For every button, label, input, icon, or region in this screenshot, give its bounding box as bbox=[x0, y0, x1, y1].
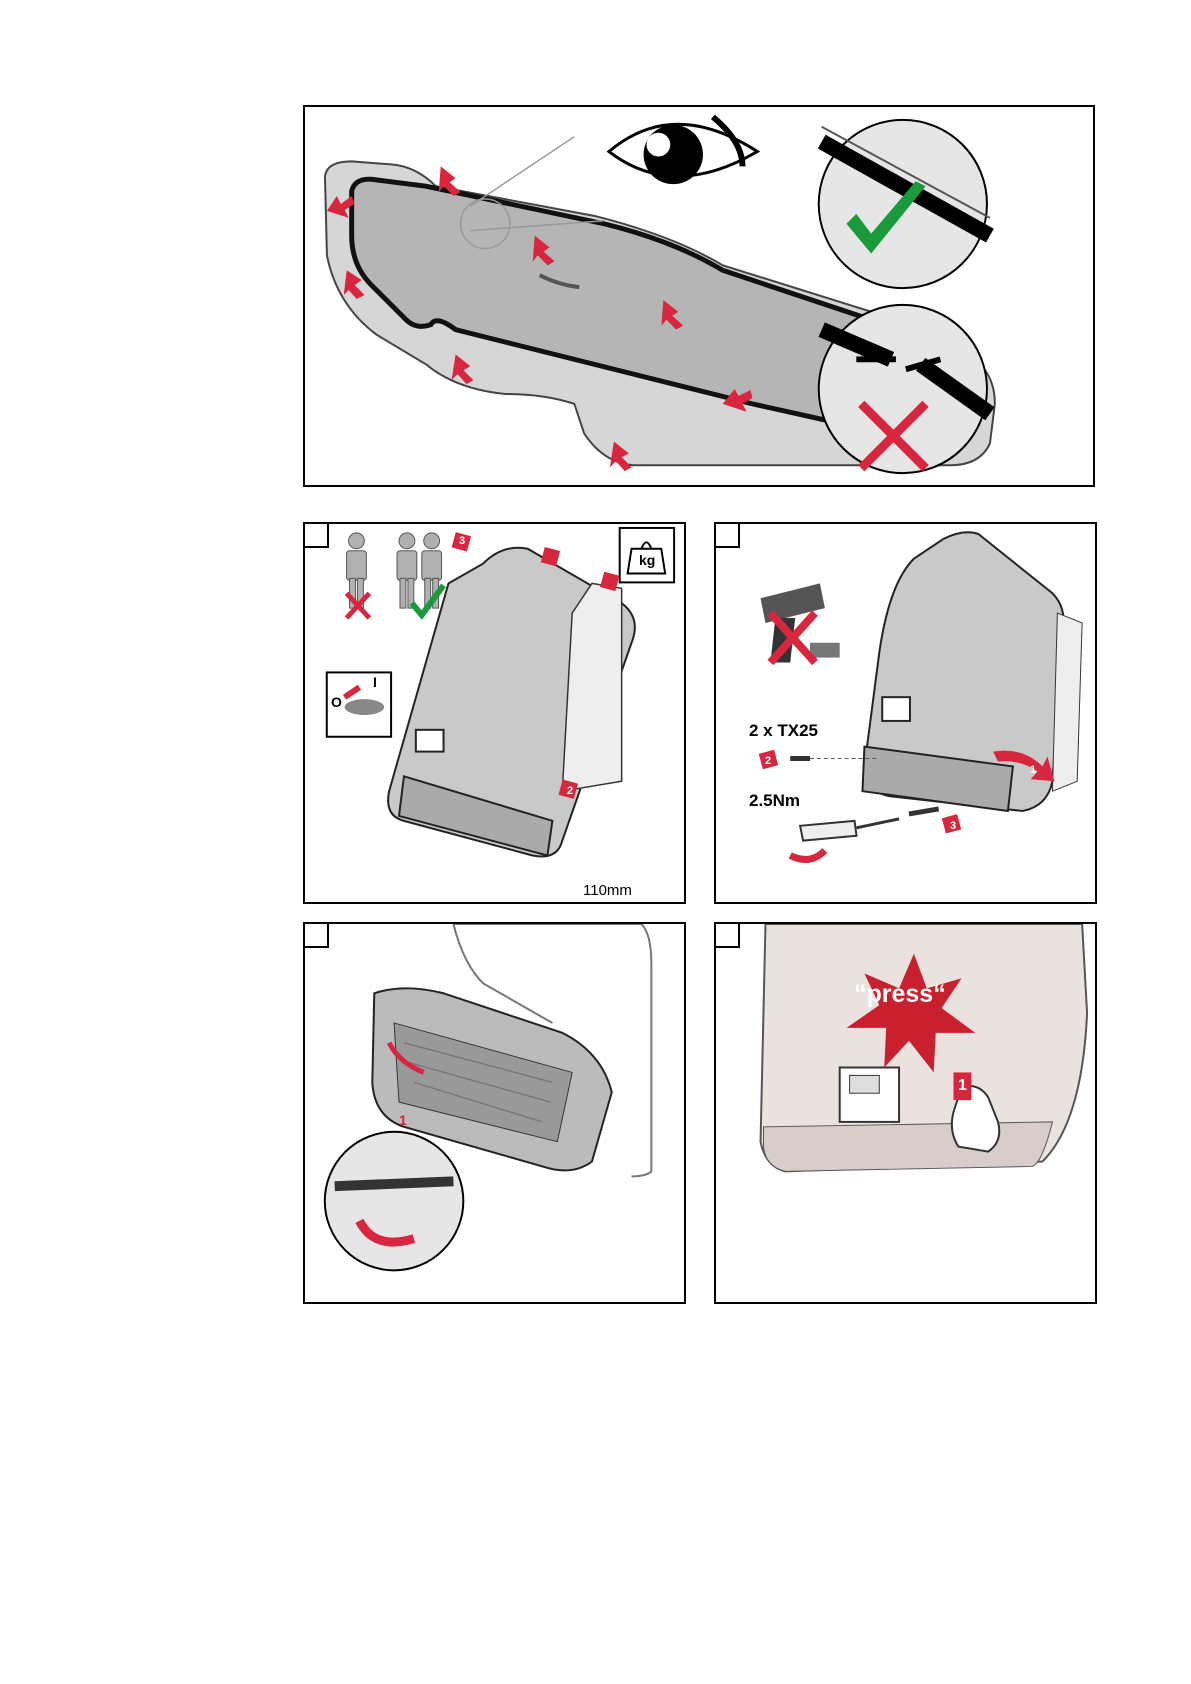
screw-icon bbox=[909, 809, 939, 814]
gap-dimension-label: 110mm bbox=[583, 882, 632, 899]
step-1-panel: kg O I 110mm 3 2 bbox=[303, 522, 686, 904]
display-icon bbox=[882, 697, 910, 721]
arrow-3-label: 3 bbox=[459, 535, 465, 547]
step-number-box bbox=[305, 524, 329, 548]
seal-illustration bbox=[305, 107, 1093, 485]
press-label: “press“ bbox=[854, 980, 946, 1009]
seal-inspection-panel bbox=[303, 105, 1095, 487]
step-number-box bbox=[716, 524, 740, 548]
arrow-3-label: 3 bbox=[950, 820, 956, 832]
eye-icon bbox=[609, 117, 757, 184]
arrow-1-label: 1 bbox=[958, 1077, 967, 1095]
seal-incorrect-detail bbox=[819, 305, 990, 473]
arrow-1-label: 1 bbox=[1030, 764, 1036, 776]
display-icon bbox=[416, 730, 444, 752]
step-number-box bbox=[305, 924, 329, 948]
arrow-1-label: 1 bbox=[399, 1112, 407, 1128]
seal-correct-detail bbox=[819, 120, 990, 288]
turn-arrow-icon bbox=[790, 851, 825, 860]
step-3-panel: 1 bbox=[303, 922, 686, 1304]
screwdriver-icon bbox=[800, 819, 899, 841]
step-number-box bbox=[716, 924, 740, 948]
screws-label: 2 x TX25 bbox=[749, 721, 818, 741]
weight-unit-label: kg bbox=[639, 552, 655, 568]
hinge-detail bbox=[325, 1132, 464, 1271]
step-4-panel: “press“ 1 bbox=[714, 922, 1097, 1304]
step-2-panel: 2 x TX25 2.5Nm 2 3 1 bbox=[714, 522, 1097, 904]
step-3-illustration bbox=[305, 924, 684, 1302]
step-2-illustration bbox=[716, 524, 1095, 902]
step-1-illustration bbox=[305, 524, 684, 902]
switch-on-label: I bbox=[373, 674, 377, 690]
arrow-2-label: 2 bbox=[765, 755, 771, 767]
arrow-2-label: 2 bbox=[567, 785, 573, 797]
torque-label: 2.5Nm bbox=[749, 791, 800, 811]
switch-off-label: O bbox=[331, 694, 342, 710]
